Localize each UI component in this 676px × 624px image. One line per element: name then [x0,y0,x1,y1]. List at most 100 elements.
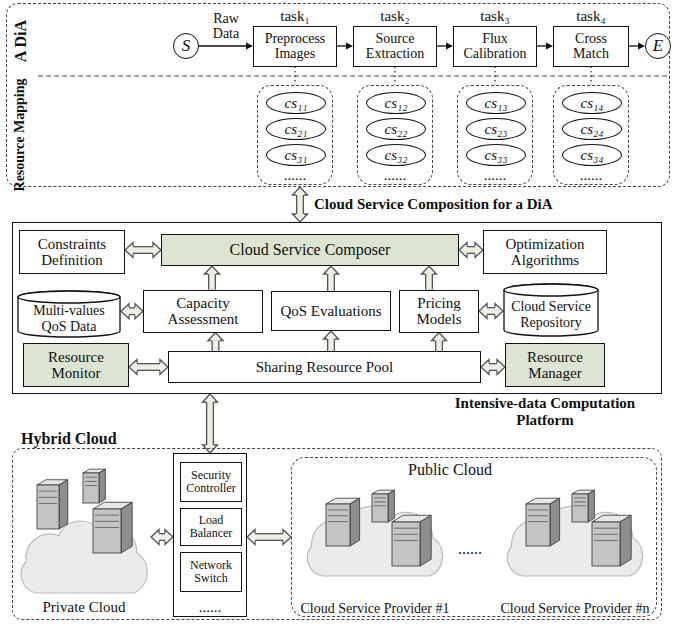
arrow-head [203,445,218,453]
server-slot [85,485,97,486]
start-circle: S [173,33,199,59]
server-side [588,490,594,522]
dia-region-text: Resource Mapping [12,78,32,192]
arrow-line [337,45,346,46]
arrow-shaft [137,364,160,369]
arrow-shaft-outline [206,402,214,445]
arrow-head [121,304,129,319]
balancer-box: Load Balancer [180,508,242,546]
server-slot [594,540,618,541]
cloud-service-ellipse: cs₃₁ [266,144,326,166]
arrow-shaft-outline [425,274,433,290]
cloud-provider-text: Cloud Service Provider #1 [301,601,450,616]
gateway-box-text: ...... [174,599,246,616]
connector-arrow [422,266,437,290]
arrow-shaft [209,274,214,290]
arrow-head [475,243,483,258]
arrow-head [246,43,253,50]
server-front [37,485,59,529]
server-front [326,504,350,546]
connector-arrow [459,243,483,258]
composer-box: Cloud Service Composer [161,234,459,266]
connector-arrow [247,530,291,545]
edge-label: Cloud Service Composition for a DiA [314,196,552,213]
arrow-shaft-outline [255,533,283,541]
server-slot [39,497,57,498]
end-circle: E [645,33,671,59]
server-side [99,469,105,503]
arrow-shaft-outline [435,341,443,352]
connector-arrow [495,67,496,86]
cloud-service-ellipse-text: cs₁₄ [581,95,604,112]
constraint-box-text: Constraints Definition [24,236,120,269]
arrow-shaft [487,308,495,313]
process-box-text: task₂ [354,8,436,25]
arrow-shaft-outline [327,339,335,351]
connector-arrow [591,67,592,86]
server-slot [528,521,548,522]
server-slot [394,528,418,529]
server-slot [328,509,348,510]
arrow-shaft-outline [137,363,160,371]
connector-arrow [432,333,447,352]
server-slot [95,515,119,516]
server-side [121,502,132,553]
cloud-service-ellipse: cs₃₄ [562,144,622,166]
server-slot [574,501,586,502]
server-side [59,480,68,529]
arrow-line [629,45,638,46]
cloud-service-ellipse-text: cs₂₂ [385,121,408,138]
server-slot [95,527,119,528]
arrow-head [247,530,255,545]
connector-arrow [324,266,339,291]
dotted-link [494,67,495,86]
end-circle-text: E [653,37,663,56]
arrow-head [432,333,447,341]
server-slot [574,505,586,506]
connector-arrow [121,304,143,319]
dia-region: A DiAResource MappingStask₁Preprocess Im… [6,3,670,187]
algorithm-box: Optimization Algorithms [483,230,607,274]
arrow-head [481,360,489,375]
cloud-service-ellipse: cs₃₂ [366,144,426,166]
connector-arrow [125,243,161,258]
process-box-text: Preprocess Images [258,31,332,62]
public-cloud-region-text: Public Cloud [408,461,492,479]
arrow-shaft [489,364,497,369]
database-cylinder: Multi-values QoS Data [17,290,121,338]
server-slot [394,534,418,535]
connector-arrow [208,333,223,352]
arrow-head [293,214,308,222]
arrow-head [546,43,553,50]
arrow-head [135,304,143,319]
cloud-service-ellipse-text: cs₂₃ [485,121,508,138]
server-slot [574,497,586,498]
process-box-text: Source Extraction [358,31,432,62]
connector-arrow [203,394,218,453]
arrow-head [479,304,487,319]
dia-region-text: A DiA [12,1,32,81]
cloud-service-ellipse: cs₁₁ [266,92,326,114]
repository-cylinder-text: Cloud Service Repository [507,299,595,330]
connector-arrow [537,43,553,50]
evaluation-box: QoS Evaluations [271,291,391,331]
server-front [93,509,121,553]
private-cloud: Private Cloud [17,457,151,617]
process-box: task₃Flux Calibration [453,26,537,67]
server-side [350,498,360,546]
arrow-head [293,187,308,195]
private-cloud-text: Private Cloud [43,599,126,616]
cloud-service-ellipse: cs₃₃ [466,144,526,166]
hybrid-cloud-frame: Hybrid CloudPrivate Cloud......Security … [12,448,662,620]
public-cloud-region-text: ...... [458,540,482,558]
server-slot [85,481,97,482]
cylinder-top [18,291,120,303]
arrow-head [446,43,453,50]
arrow-shaft-outline [296,195,304,214]
arrow-head [125,243,133,258]
pricing-box-text: Pricing Models [404,295,474,328]
process-box-text: task₄ [554,8,628,25]
resource-group: ......cs₁₁cs₂₁cs₃₁ [257,85,333,185]
arrow-shaft-outline [487,307,495,315]
dotted-link [294,67,295,86]
